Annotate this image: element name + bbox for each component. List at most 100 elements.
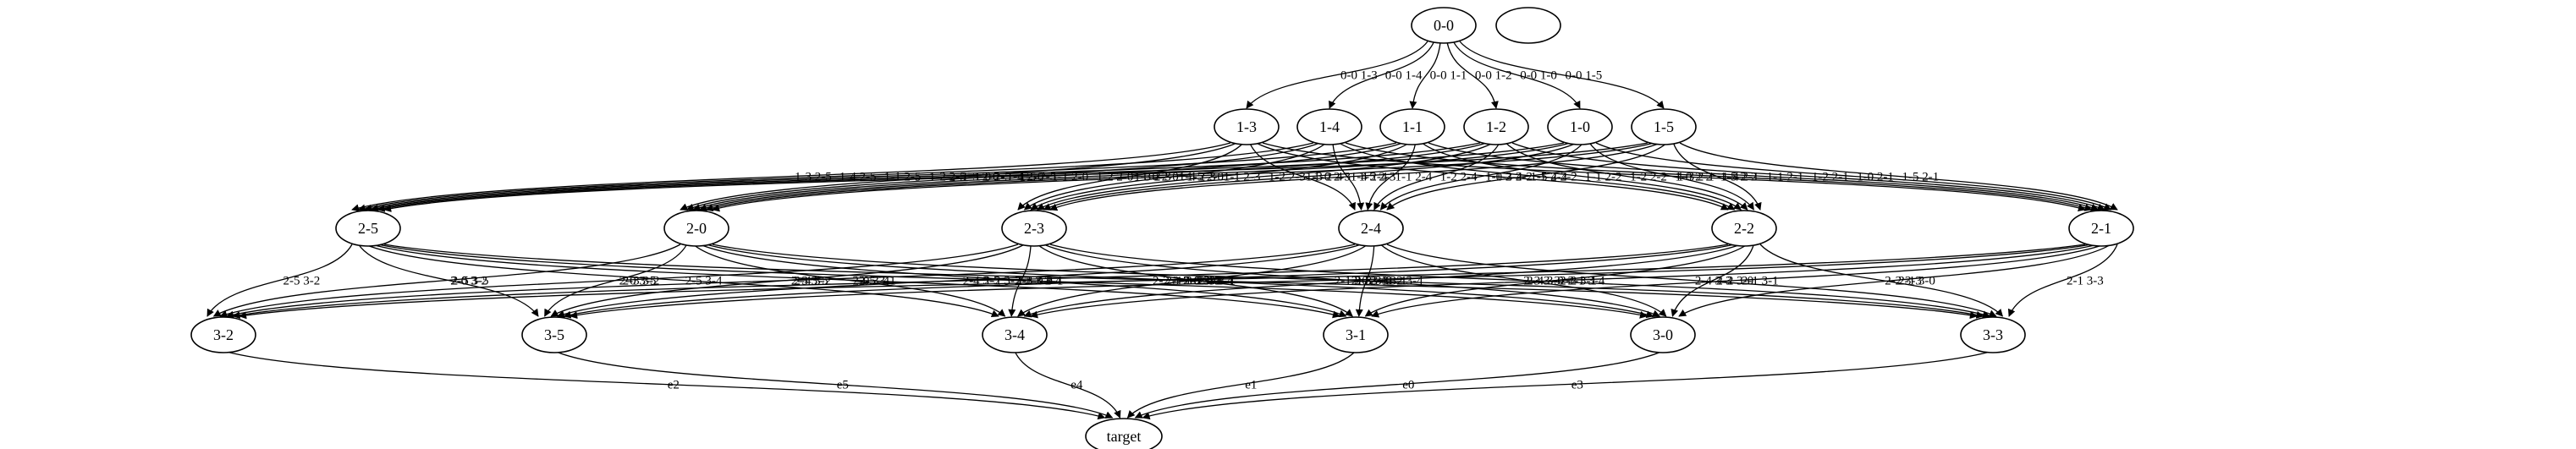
- edge-label: e5: [837, 379, 849, 392]
- edge-2-5-to-3-3: [383, 244, 1978, 320]
- node-2-0: 2-0: [663, 210, 729, 247]
- edge-label: 1-5 2-1: [1902, 171, 1940, 184]
- edge-1-5-to-2-3: [1049, 142, 1661, 211]
- node-1-5: 1-5: [1631, 108, 1697, 145]
- node-label: 0-0: [1434, 17, 1454, 34]
- edge-label: 2-2 3-1: [1560, 275, 1597, 288]
- node-label: 3-3: [1983, 326, 2003, 343]
- edge-0-0-to-1-1: [1409, 41, 1441, 109]
- node-ellipse: [1711, 210, 1777, 247]
- node-3-1: 3-1: [1323, 316, 1389, 353]
- edge-label: e2: [668, 379, 680, 392]
- edge-label: 2-2 3-0: [1716, 275, 1753, 288]
- edge-label: 2-5 3-0: [1016, 275, 1053, 288]
- edge-1-4-to-2-2: [1339, 142, 1736, 211]
- node-ellipse: [1214, 108, 1280, 145]
- edge-1-1-to-2-2: [1422, 142, 1742, 211]
- edge-label: 0-0 1-3: [1340, 69, 1378, 83]
- edge-label: 1-3 2-2: [1495, 171, 1533, 184]
- edge-3-0-to-target: [1134, 350, 1664, 419]
- node-ellipse: [982, 316, 1048, 353]
- edge-0-0-to-1-2: [1446, 41, 1499, 109]
- edge-label: 1-2 2-1: [1812, 171, 1849, 184]
- edge-2-2-to-3-4: [1023, 244, 1742, 318]
- edge-3-5-to-target: [553, 350, 1114, 419]
- edge-2-2-to-3-1: [1364, 244, 1748, 317]
- edge-1-4-to-2-4: [1332, 142, 1365, 211]
- edge-label: 1-3 2-4: [1306, 171, 1343, 184]
- node-label: target: [1107, 428, 1142, 445]
- edge-1-5-to-2-0: [712, 142, 1654, 212]
- edge-label: 2-3 3-5: [791, 275, 828, 288]
- node-ellipse: [1296, 108, 1362, 145]
- edge-label: 1-4 2-4: [1351, 171, 1388, 184]
- edge-2-3-to-3-2: [219, 244, 1019, 318]
- node-1-0: 1-0: [1547, 108, 1613, 145]
- node-label: 3-1: [1346, 326, 1366, 343]
- edge-2-4-to-3-5: [556, 244, 1362, 318]
- edge-3-4-to-target: [1014, 350, 1121, 419]
- edge-0-0-to-1-0: [1452, 41, 1581, 109]
- node-3-5: 3-5: [521, 316, 587, 353]
- edge-label: 2-2 3-3: [1885, 275, 1922, 288]
- edge-2-0-to-3-3: [712, 244, 1984, 319]
- node-ellipse: [2068, 210, 2134, 247]
- edge-0-0-to-1-5: [1459, 41, 1665, 109]
- edge-1-1-to-2-1: [1428, 142, 2100, 211]
- node-label: 3-2: [213, 326, 234, 343]
- node-label: 1-3: [1236, 118, 1257, 135]
- node-ellipse: [1323, 316, 1389, 353]
- node-ellipse: [1463, 108, 1529, 145]
- edge-1-1-to-2-4: [1365, 142, 1417, 211]
- node-ellipse: [1001, 210, 1067, 247]
- edge-1-0-to-2-1: [1595, 142, 2112, 211]
- edge-3-3-to-target: [1142, 350, 1994, 420]
- node-1-4: 1-4: [1296, 108, 1362, 145]
- edge-label: 2-3 3-3: [1523, 275, 1560, 288]
- edge-1-5-to-2-1: [1679, 142, 2118, 211]
- edge-1-4-to-2-3: [1023, 142, 1327, 211]
- node-3-3: 3-3: [1960, 316, 2026, 353]
- node-ellipse: [335, 210, 401, 247]
- edge-label: 1-1 2-4: [1395, 171, 1433, 184]
- edge-2-2-to-3-3: [1759, 244, 2004, 317]
- node-ellipse: [1547, 108, 1613, 145]
- edge-1-0-to-2-4: [1379, 142, 1584, 211]
- node-3-0: 3-0: [1630, 316, 1696, 353]
- node-ellipse: [1379, 108, 1445, 145]
- edge-label: 0-0 1-1: [1430, 69, 1467, 83]
- node-label: 2-2: [1734, 220, 1754, 237]
- edge-2-0-to-3-5: [544, 244, 688, 317]
- node-label: 1-2: [1486, 118, 1506, 135]
- node-ellipse: [1495, 7, 1561, 44]
- node-label: 1-4: [1319, 118, 1340, 135]
- edge-label: 2-5 3-5: [452, 275, 489, 288]
- node-1-1: 1-1: [1379, 108, 1445, 145]
- node-ellipse: [1630, 316, 1696, 353]
- edge-label: 1-0 2-1: [1857, 171, 1894, 184]
- edge-1-3-to-2-4: [1249, 142, 1356, 211]
- node-label: 2-0: [686, 220, 707, 237]
- node-label: 1-0: [1570, 118, 1590, 135]
- edge-2-2-to-3-2: [232, 244, 1729, 320]
- edge-1-3-to-2-3: [1017, 142, 1244, 211]
- edge-1-3-to-2-5: [351, 142, 1231, 212]
- edge-1-4-to-2-1: [1345, 142, 2093, 211]
- node-ellipse: [1085, 418, 1163, 449]
- node-empty: [1495, 7, 1561, 44]
- edge-1-2-to-2-2: [1505, 142, 1748, 211]
- node-2-2: 2-2: [1711, 210, 1777, 247]
- node-3-4: 3-4: [982, 316, 1048, 353]
- edge-1-3-to-2-1: [1262, 142, 2086, 212]
- edge-1-0-to-2-0: [705, 142, 1571, 212]
- edge-1-0-to-2-3: [1043, 142, 1577, 211]
- node-ellipse: [521, 316, 587, 353]
- node-2-4: 2-4: [1338, 210, 1404, 247]
- node-2-3: 2-3: [1001, 210, 1067, 247]
- edge-label: 2-5 3-1: [859, 275, 896, 288]
- edge-1-4-to-2-5: [357, 142, 1314, 212]
- edge-2-5-to-3-1: [371, 244, 1340, 319]
- edge-3-1-to-target: [1126, 350, 1357, 419]
- edge-label: e3: [1571, 379, 1583, 392]
